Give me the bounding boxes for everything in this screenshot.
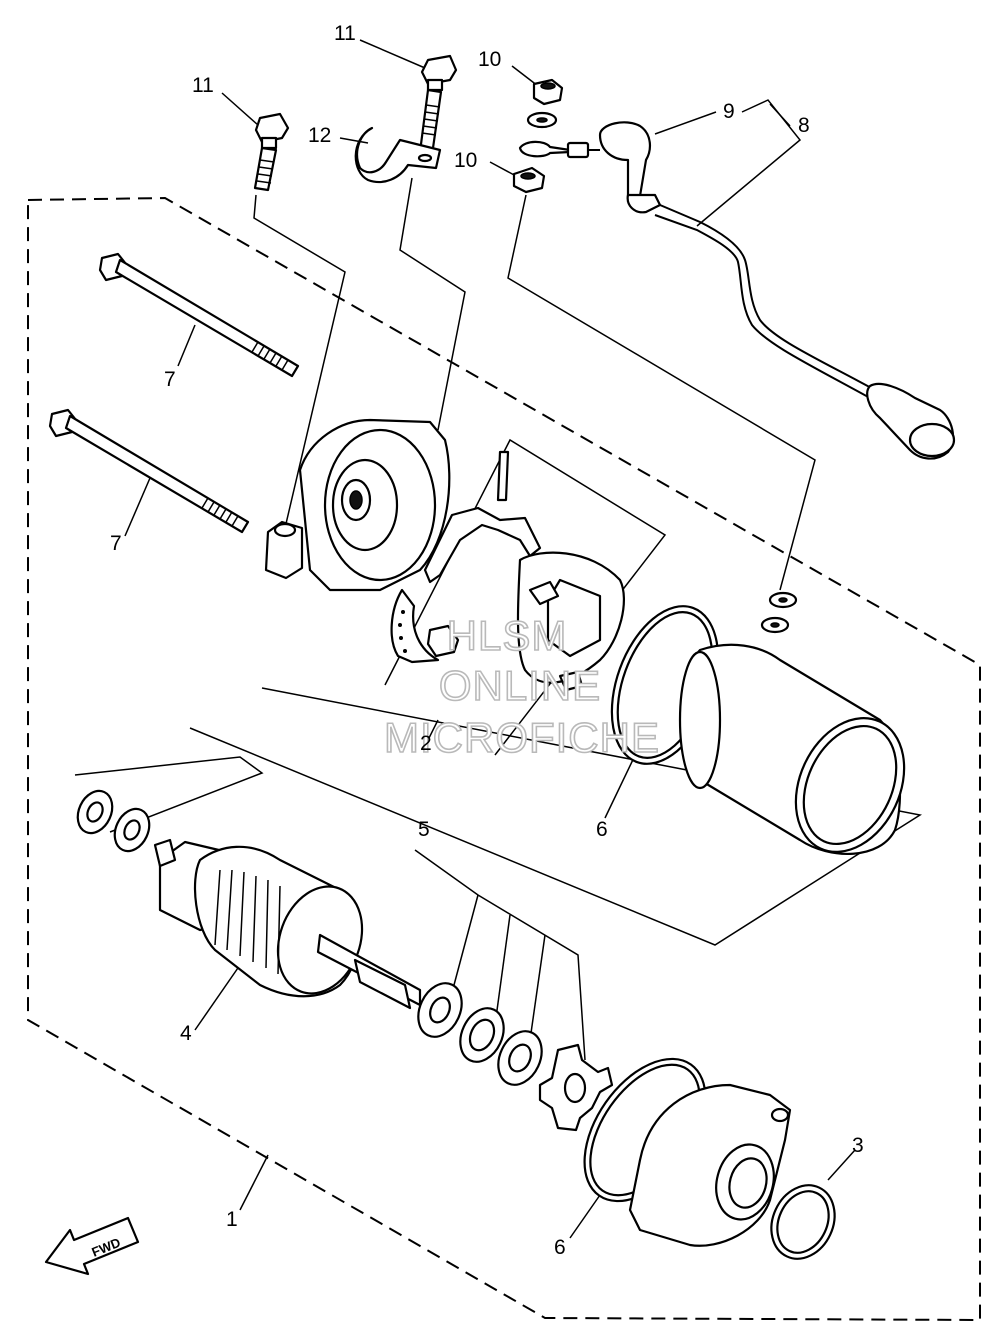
nut-10-upper[interactable] (532, 78, 564, 106)
front-cover[interactable] (264, 418, 451, 592)
nut-10-lower[interactable] (512, 166, 546, 194)
callout-10-lower: 10 (454, 149, 477, 172)
callout-9: 9 (723, 100, 735, 123)
washer-upper[interactable] (526, 111, 558, 129)
callout-5: 5 (418, 818, 430, 841)
clip-12[interactable] (354, 126, 442, 184)
callout-10-upper: 10 (478, 48, 501, 71)
lead-wire-8[interactable] (518, 121, 956, 460)
washer-left-1[interactable] (71, 785, 119, 838)
callout-labels: 11 11 12 10 10 9 8 7 7 2 6 5 4 3 1 6 (110, 22, 864, 1259)
armature[interactable] (153, 838, 422, 1010)
fwd-badge: FWD (44, 1216, 140, 1276)
watermark: HLSM ONLINE MICROFICHE (383, 611, 660, 762)
washer-left-2[interactable] (108, 803, 156, 856)
washers-stud[interactable] (760, 591, 798, 634)
callout-7-lower: 7 (110, 532, 122, 555)
brush-holder[interactable] (390, 450, 625, 692)
assembly-boundary (27, 196, 981, 1322)
callout-8: 8 (798, 114, 810, 137)
washer-set-5[interactable] (410, 976, 550, 1092)
callout-3: 3 (852, 1134, 864, 1157)
through-bolt-7-lower[interactable] (48, 408, 250, 534)
callout-6-lower: 6 (554, 1236, 566, 1259)
callout-4: 4 (180, 1022, 192, 1045)
o-ring-3[interactable] (760, 1175, 846, 1269)
lock-plate[interactable] (538, 1043, 614, 1132)
callout-2: 2 (420, 732, 432, 755)
callout-11-left: 11 (192, 74, 214, 97)
callout-11-upper: 11 (334, 22, 356, 45)
watermark-line-2: ONLINE (439, 662, 601, 709)
watermark-line-3: MICROFICHE (384, 714, 660, 761)
callout-6-right: 6 (596, 818, 608, 841)
rear-cover[interactable] (628, 1083, 792, 1247)
leader-lines (74, 39, 922, 1239)
callout-12: 12 (308, 124, 331, 147)
yoke[interactable] (678, 643, 925, 870)
bolt-11-upper[interactable] (418, 54, 458, 157)
through-bolt-7-upper[interactable] (98, 252, 300, 378)
callout-7-upper: 7 (164, 368, 176, 391)
bolt-11-left[interactable] (253, 112, 290, 192)
watermark-line-1: HLSM (447, 612, 568, 659)
callout-1: 1 (226, 1208, 238, 1231)
